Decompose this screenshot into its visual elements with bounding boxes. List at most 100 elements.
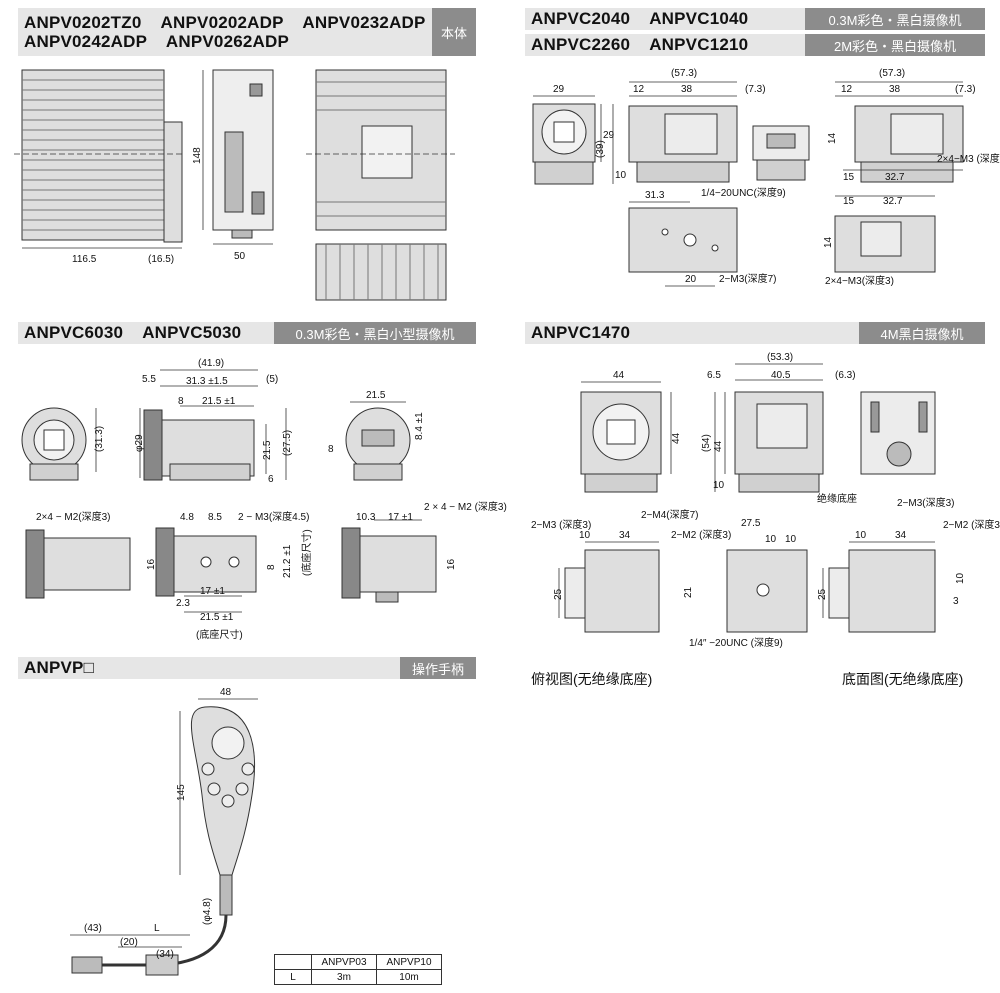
dim-side-h: 14 bbox=[827, 132, 838, 144]
dim-w17b: 17 ±1 bbox=[388, 512, 413, 523]
dim-tail: (6.3) bbox=[835, 370, 856, 381]
dim-h212: 21.2 ±1 bbox=[282, 544, 293, 578]
table-cell: 10m bbox=[376, 969, 442, 985]
ferrite-core bbox=[145, 954, 179, 976]
dim-front-len: 12 bbox=[633, 84, 645, 95]
dim-phi: φ29 bbox=[134, 434, 145, 452]
dim-width: 48 bbox=[220, 687, 232, 698]
dim-front-width: 29 bbox=[553, 84, 565, 95]
header-camera-2040-row2: ANPVC2260 ANPVC1210 2M彩色・黑白摄像机 bbox=[525, 34, 985, 56]
dim-w85: 8.5 bbox=[208, 512, 222, 523]
serial-port bbox=[251, 191, 265, 215]
lan-port bbox=[249, 83, 263, 97]
table-header-cell: ANPVP10 bbox=[376, 954, 442, 970]
connector-block bbox=[163, 121, 183, 243]
dim-h25: 25 bbox=[553, 588, 564, 600]
dim-front: 6.5 bbox=[707, 370, 721, 381]
front-base bbox=[534, 161, 594, 185]
connector bbox=[71, 956, 103, 974]
dim-base: 10 bbox=[615, 170, 627, 181]
models-title: ANPVC2040 ANPVC1040 bbox=[531, 9, 749, 28]
dim-w215: 21.5 ±1 bbox=[200, 612, 234, 623]
dim-screw-spacing: 20 bbox=[685, 274, 697, 285]
dim-diameter: (31.3) bbox=[94, 426, 105, 452]
body-unit-drawing: 148 116.5 (16.5) 50 bbox=[14, 69, 455, 301]
dim-w103: 10.3 bbox=[356, 512, 376, 523]
dim-height2: (27.5) bbox=[282, 430, 293, 456]
cable-length-table: ANPVP03 ANPVP10 L 3m 10m bbox=[274, 954, 442, 985]
base-caption: (底座尺寸) bbox=[196, 628, 243, 641]
dim-body-depth: 116.5 bbox=[72, 254, 97, 265]
m3-right-note: 2−M3(深度3) bbox=[897, 496, 955, 509]
table-row: L 3m 10m bbox=[274, 969, 442, 985]
table-cell: L bbox=[274, 969, 312, 985]
dim-h44: 44 bbox=[671, 432, 682, 444]
dim-back-w: 21.5 bbox=[366, 390, 386, 401]
header-camera-6030: ANPVC6030 ANPVC5030 0.3M彩色・黑白小型摄像机 bbox=[18, 322, 476, 344]
dim-base2-a: 15 bbox=[843, 196, 855, 207]
dim-w34: 34 bbox=[619, 530, 631, 541]
table-header-row: ANPVP03 ANPVP10 bbox=[274, 954, 442, 970]
dim-height: 21.5 bbox=[262, 440, 273, 460]
dim-back-h: 8.4 ±1 bbox=[414, 412, 425, 440]
dim-base-b: 32.7 bbox=[885, 172, 905, 183]
dim-body2: 21.5 ±1 bbox=[202, 396, 236, 407]
header-camera-2040-row1: ANPVC2040 ANPVC1040 0.3M彩色・黑白摄像机 bbox=[525, 8, 985, 30]
io-terminal bbox=[224, 131, 244, 213]
dim-body-height: 148 bbox=[192, 147, 203, 164]
dim-h16b: 16 bbox=[446, 558, 457, 570]
tripod-note: 1/4−20UNC(深度9) bbox=[701, 186, 786, 199]
lens-ring bbox=[143, 409, 163, 481]
category-badge: 0.3M彩色・黑白小型摄像机 bbox=[274, 322, 476, 344]
dim-w10d: 10 bbox=[855, 530, 867, 541]
camera-1470-drawing: 44 44 (53.3) 6.5 40.5 (6.3) (54) 44 10 绝… bbox=[531, 352, 1000, 649]
iso-body-b bbox=[173, 535, 257, 593]
dim-h25b: 25 bbox=[817, 588, 828, 600]
m3-note: 2 − M3(深度4.5) bbox=[238, 510, 309, 523]
dim-w10: 10 bbox=[579, 530, 591, 541]
dim-mid: 38 bbox=[681, 84, 693, 95]
dim-w275: 27.5 bbox=[741, 518, 761, 529]
dim-h16: 16 bbox=[146, 558, 157, 570]
dim-tail: (5) bbox=[266, 374, 278, 385]
category-badge: 0.3M彩色・黑白摄像机 bbox=[805, 8, 985, 30]
dim-l20: (20) bbox=[120, 937, 138, 948]
bottom-view-body bbox=[315, 243, 447, 301]
m3-left-note: 2−M3 (深度3) bbox=[531, 518, 591, 531]
top-view-left bbox=[584, 549, 660, 633]
models-title: ANPVC2260 ANPVC1210 bbox=[531, 35, 749, 54]
m3-bottom-note: 2−M3(深度7) bbox=[719, 272, 777, 285]
caption-top-view: 俯视图(无绝缘底座) bbox=[531, 671, 653, 687]
dim-l: L bbox=[154, 923, 160, 934]
dim-w44: 44 bbox=[613, 370, 625, 381]
dim-front-total: (39) bbox=[595, 140, 606, 158]
dim-overall: (41.9) bbox=[198, 358, 224, 369]
category-badge: 操作手柄 bbox=[400, 657, 476, 679]
dim-body-width: 50 bbox=[234, 251, 246, 262]
dim-l34: (34) bbox=[156, 949, 174, 960]
m3-base-note: 2×4−M3(深度3) bbox=[825, 274, 894, 287]
bottom-view-right bbox=[848, 549, 936, 633]
dim-w34b: 34 bbox=[895, 530, 907, 541]
rear-connector bbox=[766, 133, 796, 149]
dim-base-a: 15 bbox=[843, 172, 855, 183]
button-5 bbox=[221, 794, 235, 808]
button-4 bbox=[235, 782, 249, 796]
dim-iso-tail: (7.3) bbox=[955, 84, 976, 95]
iso-body-a bbox=[43, 537, 131, 591]
dim-tail: (7.3) bbox=[745, 84, 766, 95]
dim-mid: 40.5 bbox=[771, 370, 791, 381]
side-base bbox=[636, 161, 730, 183]
dim-body-depth-ext: (16.5) bbox=[148, 254, 174, 265]
category-badge: 2M彩色・黑白摄像机 bbox=[805, 34, 985, 56]
dim-base: 6 bbox=[268, 474, 274, 485]
m2-right-note: 2−M2 (深度3) bbox=[943, 518, 1000, 531]
models-title: ANPVC6030 ANPVC5030 bbox=[24, 323, 242, 342]
models-title: ANPVC1470 bbox=[531, 323, 631, 342]
dim-h8: 8 bbox=[266, 564, 277, 570]
iso-ring-c bbox=[341, 527, 361, 599]
dim-base2-b: 32.7 bbox=[883, 196, 903, 207]
iso-ring-b bbox=[155, 527, 175, 597]
cable-boot bbox=[219, 874, 233, 916]
heat-fins bbox=[22, 79, 164, 231]
